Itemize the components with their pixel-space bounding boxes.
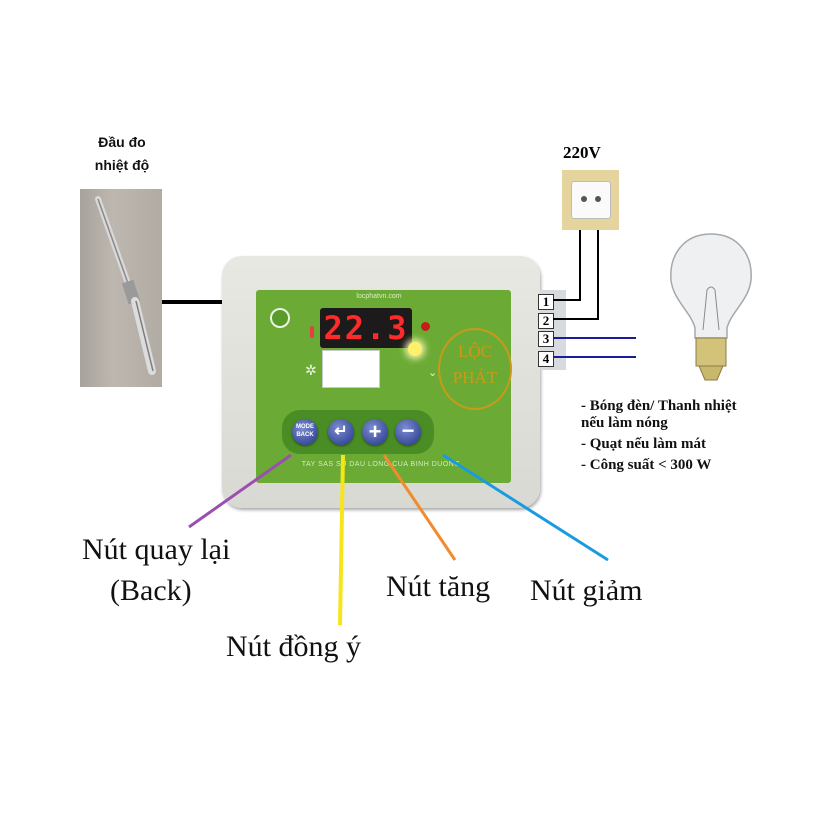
controller-face-panel: locphatvn.com ✲ 22.3 ⌄ LỘC PHÁT MODE BAC… (256, 290, 512, 483)
led-arrow-icon: ⌄ (428, 367, 438, 379)
logo-line1: LỘC (458, 342, 492, 361)
label-window (322, 350, 380, 388)
sensor-icon (270, 308, 290, 328)
probe-cable (162, 300, 222, 304)
probe-icon (95, 196, 156, 375)
logo-line2: PHÁT (452, 368, 498, 387)
callout-line-ok (338, 454, 345, 626)
temperature-probe-image (80, 189, 162, 387)
wire-1 (553, 230, 581, 301)
mode-back-button[interactable]: MODE BACK (292, 419, 318, 445)
load-notes: - Bóng đèn/ Thanh nhiệt nếu làm nóng - Q… (581, 396, 737, 476)
terminal-1: 1 (538, 294, 554, 310)
callout-line-back (188, 453, 292, 529)
probe-label-line2: nhiệt độ (94, 157, 150, 173)
callout-ok: Nút đồng ý (226, 630, 361, 663)
note-line-4: - Công suất < 300 W (581, 457, 712, 473)
fan-icon: ✲ (305, 362, 317, 378)
note-line-3: - Quạt nếu làm mát (581, 436, 706, 452)
brand-url: locphatvn.com (356, 293, 402, 300)
probe-label-line1: Đầu đo (98, 134, 146, 150)
callout-line-increase (382, 454, 457, 561)
probe-label: Đầu đo nhiệt độ (72, 131, 172, 177)
callout-decrease: Nút giảm (530, 574, 643, 607)
terminal-2: 2 (538, 313, 554, 329)
wire-2 (553, 230, 599, 320)
voltage-label: 220V (563, 143, 601, 162)
enter-icon: ↵ (334, 423, 348, 440)
back-label: BACK (296, 432, 314, 438)
decrease-button[interactable]: − (395, 419, 421, 445)
heat-indicator-led (421, 322, 430, 331)
loc-phat-logo: LỘC PHÁT (438, 328, 512, 410)
note-line-1: - Bóng đèn/ Thanh nhiệt (581, 398, 737, 414)
button-panel: MODE BACK ↵ + − (282, 410, 434, 454)
outlet-socket-icon (571, 181, 611, 219)
thermometer-icon (310, 326, 314, 338)
increase-button[interactable]: + (362, 419, 388, 445)
callout-back-line1: Nút quay lại (82, 533, 231, 566)
note-line-2: nếu làm nóng (581, 415, 668, 431)
panel-bottom-text: TAY SAS SU DAU LONG CUA BINH DUONG (301, 461, 461, 468)
power-outlet (562, 170, 619, 230)
temperature-readout: 22.3 (323, 309, 409, 347)
callout-line-decrease (442, 453, 609, 562)
callout-back-line2: (Back) (110, 574, 192, 607)
led-display: 22.3 (320, 308, 412, 348)
terminal-4: 4 (538, 351, 554, 367)
minus-icon: − (401, 418, 415, 443)
plus-icon: + (368, 419, 382, 444)
callout-increase: Nút tăng (386, 570, 491, 603)
mode-label: MODE (296, 424, 314, 430)
light-bulb-icon (670, 233, 752, 381)
ok-button[interactable]: ↵ (328, 419, 354, 445)
status-indicator-led (408, 342, 422, 356)
